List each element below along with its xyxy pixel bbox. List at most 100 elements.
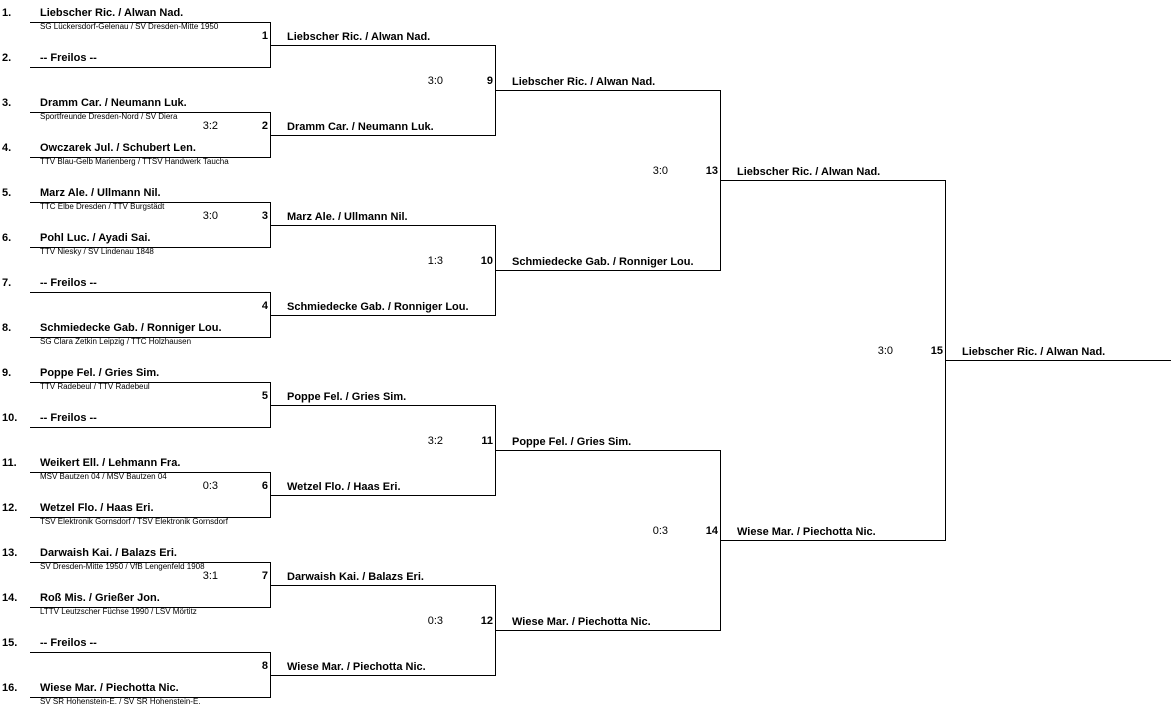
entry-line [30, 697, 271, 698]
round1-winner-line [270, 135, 496, 136]
entry-club: Sportfreunde Dresden-Nord / SV Diera [40, 112, 178, 121]
entry-seed: 4. [2, 142, 12, 154]
round3-score: 0:3 [652, 525, 668, 537]
entry-seed: 14. [2, 592, 18, 604]
round1-score: 3:1 [202, 570, 218, 582]
round1-match-number: 1 [261, 30, 268, 42]
round1-winner: Marz Ale. / Ullmann Nil. [287, 211, 408, 223]
entry-line [30, 292, 271, 293]
round2-score: 1:3 [427, 255, 443, 267]
final-match-number: 15 [930, 345, 943, 357]
final-winner-line [945, 360, 1171, 361]
round1-winner: Wiese Mar. / Piechotta Nic. [287, 661, 426, 673]
entry-line [30, 472, 271, 473]
entry-club: MSV Bautzen 04 / MSV Bautzen 04 [40, 472, 167, 481]
entry-name: Owczarek Jul. / Schubert Len. [40, 142, 196, 154]
entry-seed: 2. [2, 52, 12, 64]
round1-winner-line [270, 45, 496, 46]
entry-name: Weikert Ell. / Lehmann Fra. [40, 457, 181, 469]
entry-name: Wiese Mar. / Piechotta Nic. [40, 682, 179, 694]
round2-score: 3:0 [427, 75, 443, 87]
round2-score: 0:3 [427, 615, 443, 627]
entry-name: -- Freilos -- [40, 637, 97, 649]
round3-winner: Wiese Mar. / Piechotta Nic. [737, 526, 876, 538]
entry-name: -- Freilos -- [40, 412, 97, 424]
entry-seed: 7. [2, 277, 12, 289]
entry-club: LTTV Leutzscher Füchse 1990 / LSV Mörtit… [40, 607, 197, 616]
entry-name: Wetzel Flo. / Haas Eri. [40, 502, 154, 514]
round3-winner: Liebscher Ric. / Alwan Nad. [737, 166, 881, 178]
round2-score: 3:2 [427, 435, 443, 447]
round1-winner: Liebscher Ric. / Alwan Nad. [287, 31, 431, 43]
round2-winner-line [495, 90, 721, 91]
round1-winner: Dramm Car. / Neumann Luk. [287, 121, 434, 133]
round1-winner-line [270, 585, 496, 586]
entry-line [30, 562, 271, 563]
entry-club: TTV Blau-Gelb Marienberg / TTSV Handwerk… [40, 157, 229, 166]
round1-score: 3:0 [202, 210, 218, 222]
entry-seed: 15. [2, 637, 18, 649]
round2-winner: Poppe Fel. / Gries Sim. [512, 436, 632, 448]
entry-seed: 16. [2, 682, 18, 694]
round1-match-number: 2 [261, 120, 268, 132]
round3-winner-line [720, 180, 946, 181]
round1-match-number: 8 [261, 660, 268, 672]
entry-line [30, 157, 271, 158]
round2-winner-line [495, 270, 721, 271]
entry-club: SG Lückersdorf-Gelenau / SV Dresden-Mitt… [40, 22, 219, 31]
round2-match-number: 9 [486, 75, 493, 87]
entry-seed: 10. [2, 412, 18, 424]
round2-winner: Schmiedecke Gab. / Ronniger Lou. [512, 256, 694, 268]
entry-line [30, 112, 271, 113]
round1-winner: Schmiedecke Gab. / Ronniger Lou. [287, 301, 469, 313]
entry-seed: 5. [2, 187, 12, 199]
entry-club: SV SR Hohenstein-E. / SV SR Hohenstein-E… [40, 697, 201, 706]
final-score: 3:0 [877, 345, 893, 357]
entry-name: Roß Mis. / Grießer Jon. [40, 592, 160, 604]
round1-winner: Wetzel Flo. / Haas Eri. [287, 481, 401, 493]
round3-match-number: 14 [705, 525, 718, 537]
round1-match-number: 4 [261, 300, 268, 312]
entry-line [30, 517, 271, 518]
entry-name: -- Freilos -- [40, 52, 97, 64]
entry-name: Poppe Fel. / Gries Sim. [40, 367, 160, 379]
round1-match-number: 7 [261, 570, 268, 582]
round1-winner-line [270, 315, 496, 316]
entry-seed: 9. [2, 367, 12, 379]
entry-line [30, 67, 271, 68]
round1-winner-line [270, 405, 496, 406]
entry-name: Liebscher Ric. / Alwan Nad. [40, 7, 184, 19]
round1-winner-line [270, 225, 496, 226]
final-winner: Liebscher Ric. / Alwan Nad. [962, 346, 1106, 358]
round1-winner-line [270, 495, 496, 496]
entry-line [30, 382, 271, 383]
entry-club: SG Clara Zetkin Leipzig / TTC Holzhausen [40, 337, 192, 346]
round1-score: 0:3 [202, 480, 218, 492]
entry-seed: 1. [2, 7, 12, 19]
entry-name: Pohl Luc. / Ayadi Sai. [40, 232, 151, 244]
entry-club: TTV Niesky / SV Lindenau 1848 [40, 247, 154, 256]
round2-winner-line [495, 450, 721, 451]
entry-line [30, 337, 271, 338]
entry-seed: 8. [2, 322, 12, 334]
entry-seed: 11. [2, 457, 17, 469]
round1-match-number: 6 [261, 480, 268, 492]
entry-line [30, 247, 271, 248]
entry-name: Darwaish Kai. / Balazs Eri. [40, 547, 177, 559]
round3-score: 3:0 [652, 165, 668, 177]
round1-score: 3:2 [202, 120, 218, 132]
entry-seed: 3. [2, 97, 12, 109]
round1-match-number: 5 [261, 390, 268, 402]
entry-club: SV Dresden-Mitte 1950 / VfB Lengenfeld 1… [40, 562, 205, 571]
round2-winner-line [495, 630, 721, 631]
round2-winner: Liebscher Ric. / Alwan Nad. [512, 76, 656, 88]
round2-match-number: 10 [480, 255, 493, 267]
entry-line [30, 607, 271, 608]
entry-name: Marz Ale. / Ullmann Nil. [40, 187, 161, 199]
entry-line [30, 202, 271, 203]
entry-seed: 6. [2, 232, 12, 244]
entry-line [30, 22, 271, 23]
entry-seed: 13. [2, 547, 18, 559]
round2-winner: Wiese Mar. / Piechotta Nic. [512, 616, 651, 628]
